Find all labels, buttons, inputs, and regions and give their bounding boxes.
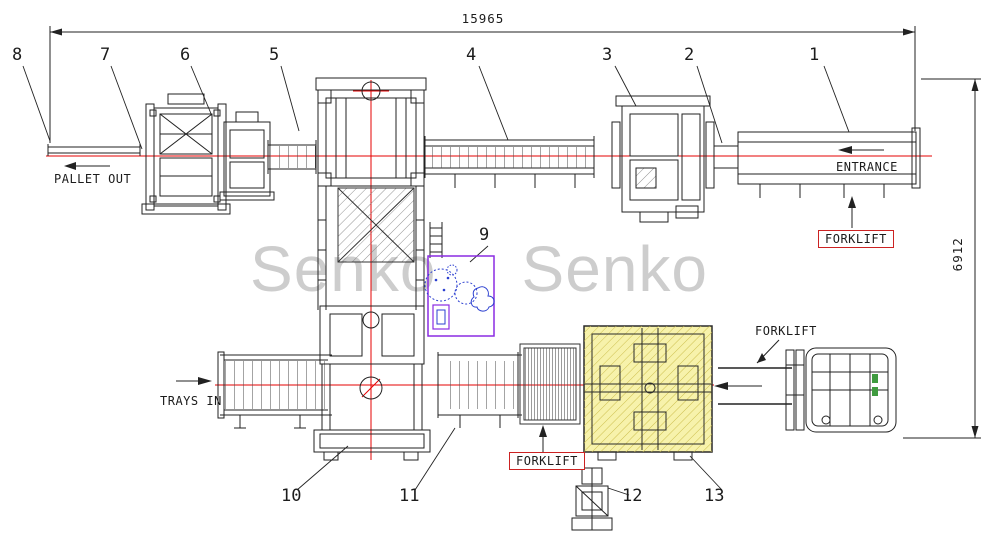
dimension-height-value: 6912 (949, 237, 965, 272)
callout-8: 8 (12, 45, 23, 65)
callout-12: 12 (622, 486, 643, 506)
machine-7-6-destacker (141, 93, 231, 215)
forklift-entrance-label: FORKLIFT (818, 230, 894, 248)
pallet-stack-dense (519, 343, 581, 425)
dimension-width-value: 15965 (461, 11, 505, 26)
pallet-out-rail (47, 144, 141, 170)
pallet-out-label: PALLET OUT (54, 172, 132, 186)
watermark-word-2: Senko (521, 233, 708, 305)
machine-5-transfer (219, 111, 275, 201)
callout-5: 5 (269, 45, 280, 65)
highlighted-pallet-station (583, 325, 713, 461)
main-conveyor-chain (424, 136, 595, 188)
main-machine-palletizer (315, 77, 443, 310)
trays-in-label: TRAYS IN (160, 394, 222, 408)
callout-2: 2 (684, 45, 695, 65)
forklift-vehicle (714, 339, 897, 433)
callout-1: 1 (809, 45, 820, 65)
callout-11: 11 (399, 486, 420, 506)
callout-4: 4 (466, 45, 477, 65)
part-12-bracket (571, 467, 613, 531)
control-cabinet (424, 255, 495, 337)
callout-3: 3 (602, 45, 613, 65)
conveyor-link-upper (267, 140, 317, 174)
forklift-bottom-label: FORKLIFT (509, 452, 585, 470)
forklift-side-label: FORKLIFT (755, 324, 817, 338)
lower-machine-press (313, 305, 431, 461)
entrance-label: ENTRANCE (836, 160, 898, 174)
callout-10: 10 (281, 486, 302, 506)
forklift-entrance-arrow (848, 196, 856, 228)
callout-6: 6 (180, 45, 191, 65)
callout-13: 13 (704, 486, 725, 506)
machine-3-stacker (611, 95, 739, 223)
lower-conveyor-right (437, 352, 522, 428)
forklift-bottom-arrow (539, 425, 547, 452)
dimension-lines (49, 26, 981, 439)
callout-9: 9 (479, 225, 490, 245)
callout-7: 7 (100, 45, 111, 65)
entrance-conveyor (737, 127, 921, 198)
trays-in-conveyor (176, 351, 332, 429)
